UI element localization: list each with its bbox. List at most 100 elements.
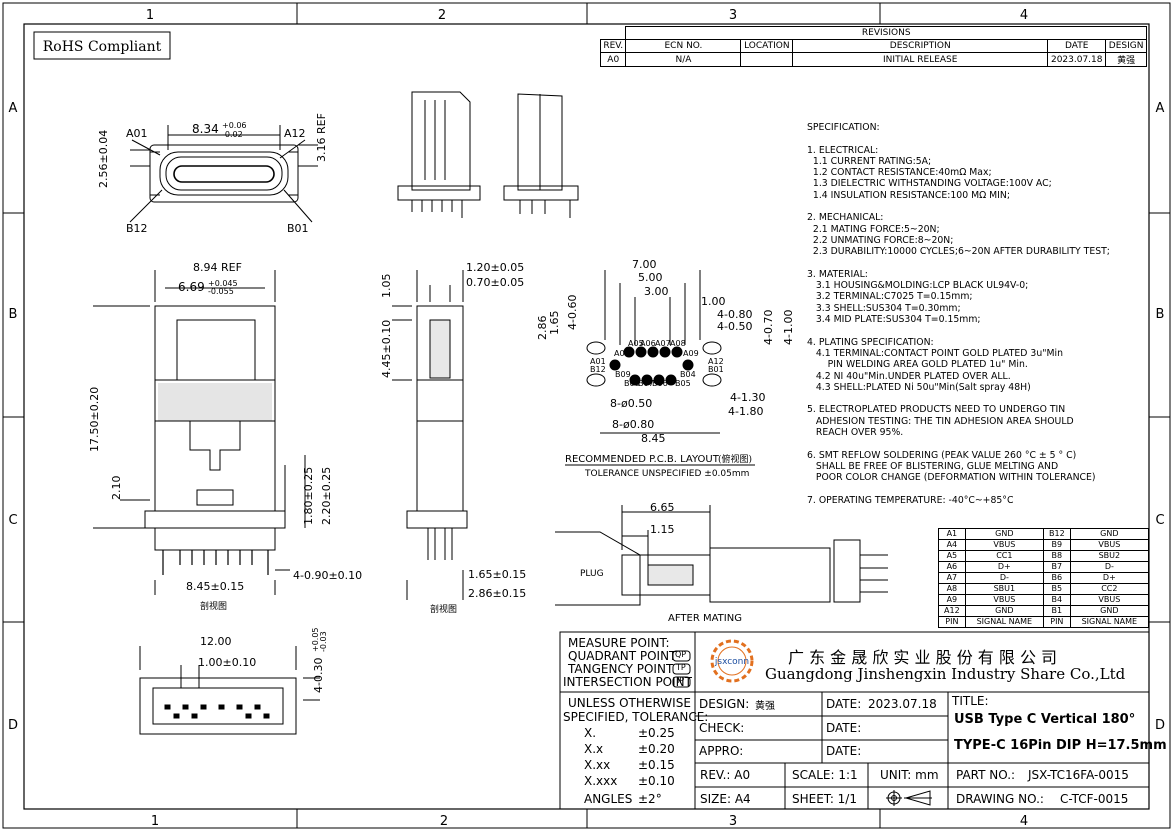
rev-header-design: DESIGN — [1105, 39, 1147, 53]
dim-4-0-30-up: +0.05 — [311, 627, 320, 652]
spec-line: 2.3 DURABILITY:10000 CYCLES;6~20N AFTER … — [807, 246, 1110, 258]
dim-4-0-70: 4-0.70 — [762, 310, 775, 345]
qp-badge: QP — [675, 650, 687, 659]
pin-b09: B09 — [615, 370, 631, 379]
spec-line: 1.2 CONTACT RESISTANCE:40mΩ Max; — [807, 167, 992, 179]
spec-line — [807, 393, 1147, 404]
pin-table-cell: A12 — [938, 605, 966, 617]
projection-symbol-icon — [886, 790, 932, 806]
pin-a05: A05 — [628, 339, 644, 348]
dim-1-00-0-10: 1.00±0.10 — [198, 656, 256, 669]
pin-table-cell: A6 — [938, 561, 966, 573]
pin-table-cell: SBU1 — [964, 583, 1044, 595]
design-label: DESIGN: — [699, 697, 750, 711]
check-date-label: DATE: — [826, 721, 862, 735]
specified-label: SPECIFIED, TOLERANCE: — [563, 710, 709, 724]
col-3-top: 3 — [729, 8, 737, 23]
rev-cell-date: 2023.07.18 — [1047, 52, 1107, 67]
pin-table-cell: SIGNAL NAME — [1069, 616, 1150, 628]
spec-line: 3.3 SHELL:SUS304 T=0.30mm; — [807, 302, 961, 314]
measure-point-label: MEASURE POINT: — [568, 636, 670, 650]
rev-cell-description: INITIAL RELEASE — [792, 52, 1049, 67]
row-c-right: C — [1155, 513, 1164, 528]
spec-line: 6. SMT REFLOW SOLDERING (PEAK VALUE 260 … — [807, 449, 1077, 461]
pin-a01: A01 — [590, 357, 606, 366]
pin-table-cell: GND — [1069, 528, 1150, 540]
intersection-point-label: INTERSECTION POINT — [563, 675, 692, 689]
dim-6-69-up: +0.045 — [208, 279, 238, 288]
tp-badge: TP — [676, 663, 686, 672]
col-2-top: 2 — [438, 8, 446, 23]
pin-table-cell: D- — [1069, 561, 1150, 573]
pin-a09: A09 — [683, 349, 699, 358]
design-date-value: 2023.07.18 — [868, 697, 937, 711]
ip-badge: IP — [677, 676, 685, 685]
revisions-title: REVISIONS — [625, 26, 1147, 40]
label-a01: A01 — [126, 127, 148, 140]
pin-table-cell: GND — [964, 528, 1044, 540]
label-b12: B12 — [126, 222, 148, 235]
logo-text: jsxconn — [714, 657, 749, 667]
pin-table-cell: CC1 — [964, 550, 1044, 562]
dim-1-20: 1.20±0.05 — [466, 261, 524, 274]
pin-b06: B06 — [652, 379, 668, 388]
tol-xx-value: ±0.20 — [638, 742, 675, 756]
rev-header-date: DATE — [1047, 39, 1107, 53]
tol-xxxx-label: X.xxx — [584, 774, 618, 788]
specification-text: SPECIFICATION:1. ELECTRICAL: 1.1 CURRENT… — [807, 122, 1147, 506]
dim-1-05: 1.05 — [380, 274, 393, 299]
spec-line: 1.4 INSULATION RESISTANCE:100 MΩ MIN; — [807, 189, 1011, 201]
pin-b12: B12 — [590, 365, 606, 374]
dim-1-15: 1.15 — [650, 523, 675, 536]
dim-4-0-80: 4-0.80 — [717, 308, 752, 321]
pcb-title-cn: (俯视图) — [718, 453, 752, 465]
dim-1-00: 1.00 — [701, 295, 726, 308]
company-name-en: Guangdong Jinshengxin Industry Share Co.… — [765, 665, 1126, 683]
dim-8-45: 8.45±0.15 — [186, 580, 244, 593]
dim-4-45: 4.45±0.10 — [380, 320, 393, 378]
spec-line: 4. PLATING SPECIFICATION: — [807, 336, 934, 348]
spec-line: 3.1 HOUSING&MOLDING:LCP BLACK UL94V-0; — [807, 280, 1029, 292]
spec-line: 4.2 NI 40u"Min.UNDER PLATED OVER ALL. — [807, 370, 1011, 382]
rev-cell-rev: A0 — [599, 52, 627, 67]
pcb-title: RECOMMENDED P.C.B. LAYOUT — [565, 454, 720, 465]
pin-table-cell: A9 — [938, 594, 966, 606]
pin-table-cell: B9 — [1042, 539, 1071, 551]
spec-line: 5. ELECTROPLATED PRODUCTS NEED TO UNDERG… — [807, 404, 1066, 416]
pin-table-cell: B5 — [1042, 583, 1071, 595]
product-title-line2: TYPE-C 16Pin DIP H=17.5mm — [954, 738, 1167, 753]
pin-table-cell: A8 — [938, 583, 966, 595]
unit-label: UNIT: mm — [880, 768, 939, 782]
pin-a07: A07 — [655, 339, 671, 348]
tol-angles-label: ANGLES — [584, 792, 633, 806]
pin-table-cell: A1 — [938, 528, 966, 540]
dim-3-00: 3.00 — [644, 285, 669, 298]
spec-line — [807, 258, 1147, 269]
dim-6-65: 6.65 — [650, 501, 675, 514]
dim-12-00: 12.00 — [200, 635, 232, 648]
pin-table-cell: SIGNAL NAME — [964, 616, 1044, 628]
pin-a04: A04 — [614, 349, 630, 358]
row-d-right: D — [1155, 718, 1165, 733]
dim-2-20: 2.20±0.25 — [320, 467, 333, 525]
scale-label: SCALE: 1:1 — [792, 768, 858, 782]
dim-2-86-pcb: 2.86 — [536, 316, 549, 341]
unless-label: UNLESS OTHERWISE — [568, 696, 691, 710]
spec-line: 1.1 CURRENT RATING:5A; — [807, 155, 932, 167]
tol-angles-value: ±2° — [638, 792, 662, 806]
front-view — [129, 125, 318, 223]
spec-line: PIN WELDING AREA GOLD PLATED 1u" Min. — [807, 359, 1028, 371]
company-name-cn: 广 东 金 晟 欣 实 业 股 份 有 限 公 司 — [788, 648, 1058, 667]
design-date-label: DATE: — [826, 697, 862, 711]
dim-7-00: 7.00 — [632, 258, 657, 271]
title-block-grid — [559, 631, 1150, 810]
label-b01: B01 — [287, 222, 309, 235]
pin-table-cell: GND — [964, 605, 1044, 617]
pin-table-cell: VBUS — [1069, 539, 1150, 551]
pin-table-cell: D- — [964, 572, 1044, 584]
